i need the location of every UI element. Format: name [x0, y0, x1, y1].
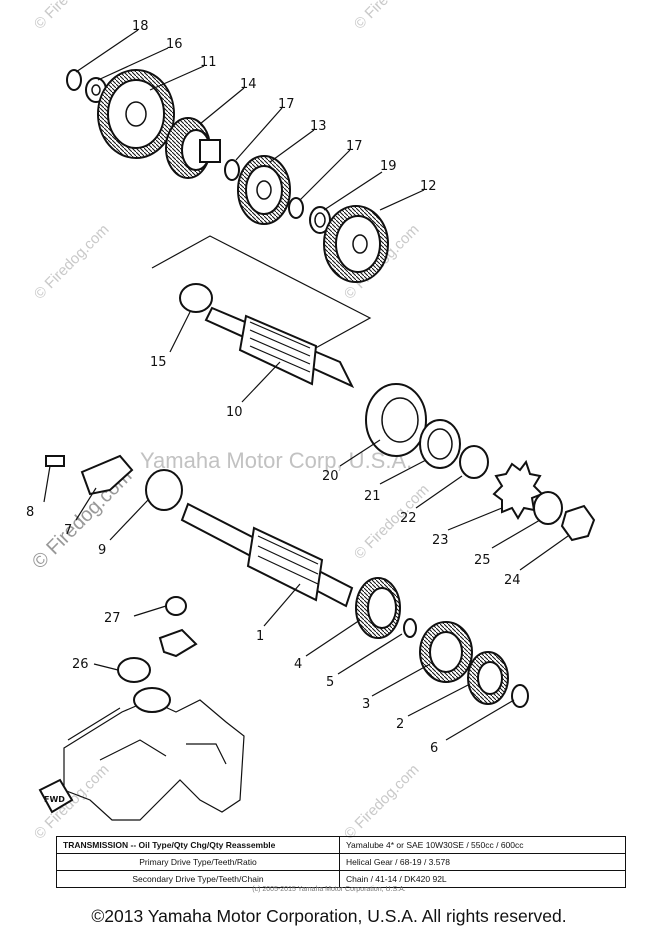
callout-label: 14: [240, 77, 257, 92]
spec-label: Secondary Drive Type/Teeth/Chain: [56, 870, 340, 888]
callout-label: 21: [364, 489, 381, 504]
assembly-bracket: [151, 235, 372, 351]
spec-value: Chain / 41-14 / DK420 92L: [339, 870, 626, 888]
spec-value: Helical Gear / 68-19 / 3.578: [339, 853, 626, 871]
spec-value: Yamalube 4* or SAE 10W30SE / 550cc / 600…: [339, 836, 626, 854]
leader-lines: [43, 29, 569, 741]
callout-label: 18: [132, 19, 149, 34]
callout-label: 17: [278, 97, 295, 112]
bolt-8: [45, 455, 65, 467]
watermark-text: © Firedog.com: [351, 0, 433, 33]
callout-label: 2: [396, 717, 404, 732]
table-row: Primary Drive Type/Teeth/Ratio Helical G…: [56, 853, 626, 871]
callout-label: 4: [294, 657, 302, 672]
callout-label: 1: [256, 629, 264, 644]
callout-label: 6: [430, 741, 438, 756]
bearing-9: [145, 469, 183, 511]
callout-label: 23: [432, 533, 449, 548]
watermark-text: © Firedog.com: [341, 761, 423, 843]
lock-washer-25: [533, 491, 563, 525]
crankcase-outline: [63, 699, 245, 821]
circlip-18: [66, 69, 82, 91]
circlip-6: [511, 684, 529, 708]
callout-label: 12: [420, 179, 437, 194]
callout-label: 11: [200, 55, 217, 70]
callout-labels: 18 16 11 14 17 13 17 19 12 15 10 20 21 2…: [26, 19, 521, 756]
callout-label: 24: [504, 573, 521, 588]
plate-7: [80, 454, 134, 496]
callout-label: 13: [310, 119, 327, 134]
svg-text:FWD: FWD: [44, 795, 65, 804]
collar-22: [459, 445, 489, 479]
clip-bracket: [158, 628, 198, 658]
callout-label: 27: [104, 611, 121, 626]
callout-label: 9: [98, 543, 106, 558]
sprocket-23: [492, 459, 544, 520]
small-copyright: (c) 2005-2015 Yamaha Motor Corporation, …: [252, 886, 406, 893]
spec-label: Primary Drive Type/Teeth/Ratio: [56, 853, 340, 871]
bushing-15: [179, 283, 213, 313]
callout-label: 26: [72, 657, 89, 672]
forward-arrow-icon: [38, 778, 74, 814]
callout-label: 25: [474, 553, 491, 568]
callout-label: 16: [166, 37, 183, 52]
watermark-text: © Firedog.com: [31, 0, 113, 33]
upper-parts: [66, 69, 596, 542]
nut-24: [560, 504, 596, 542]
lower-parts: FWD: [38, 454, 529, 821]
callout-label: 17: [346, 139, 363, 154]
watermark-company: Yamaha Motor Corp, U.S.A.: [140, 448, 412, 473]
transmission-spec-table: TRANSMISSION -- Oil Type/Qty Chg/Qty Rea…: [56, 836, 626, 888]
circlip-17: [224, 159, 240, 181]
callout-label: 3: [362, 697, 370, 712]
cap-26: [117, 657, 151, 683]
callout-label: 10: [226, 405, 243, 420]
table-row: Secondary Drive Type/Teeth/Chain Chain /…: [56, 870, 626, 888]
plug-27: [165, 596, 187, 616]
table-row: TRANSMISSION -- Oil Type/Qty Chg/Qty Rea…: [56, 836, 626, 854]
callout-label: 15: [150, 355, 167, 370]
spec-label: TRANSMISSION -- Oil Type/Qty Chg/Qty Rea…: [56, 836, 340, 854]
circlip-5: [403, 618, 417, 638]
watermark-text: © Firedog.com: [31, 221, 113, 303]
callout-label: 8: [26, 505, 34, 520]
callout-label: 7: [64, 523, 72, 538]
callout-label: 22: [400, 511, 417, 526]
callout-label: 20: [322, 469, 339, 484]
copyright-notice: ©2013 Yamaha Motor Corporation, U.S.A. A…: [91, 906, 567, 926]
callout-label: 19: [380, 159, 397, 174]
callout-label: 5: [326, 675, 334, 690]
circlip-17: [288, 197, 304, 219]
